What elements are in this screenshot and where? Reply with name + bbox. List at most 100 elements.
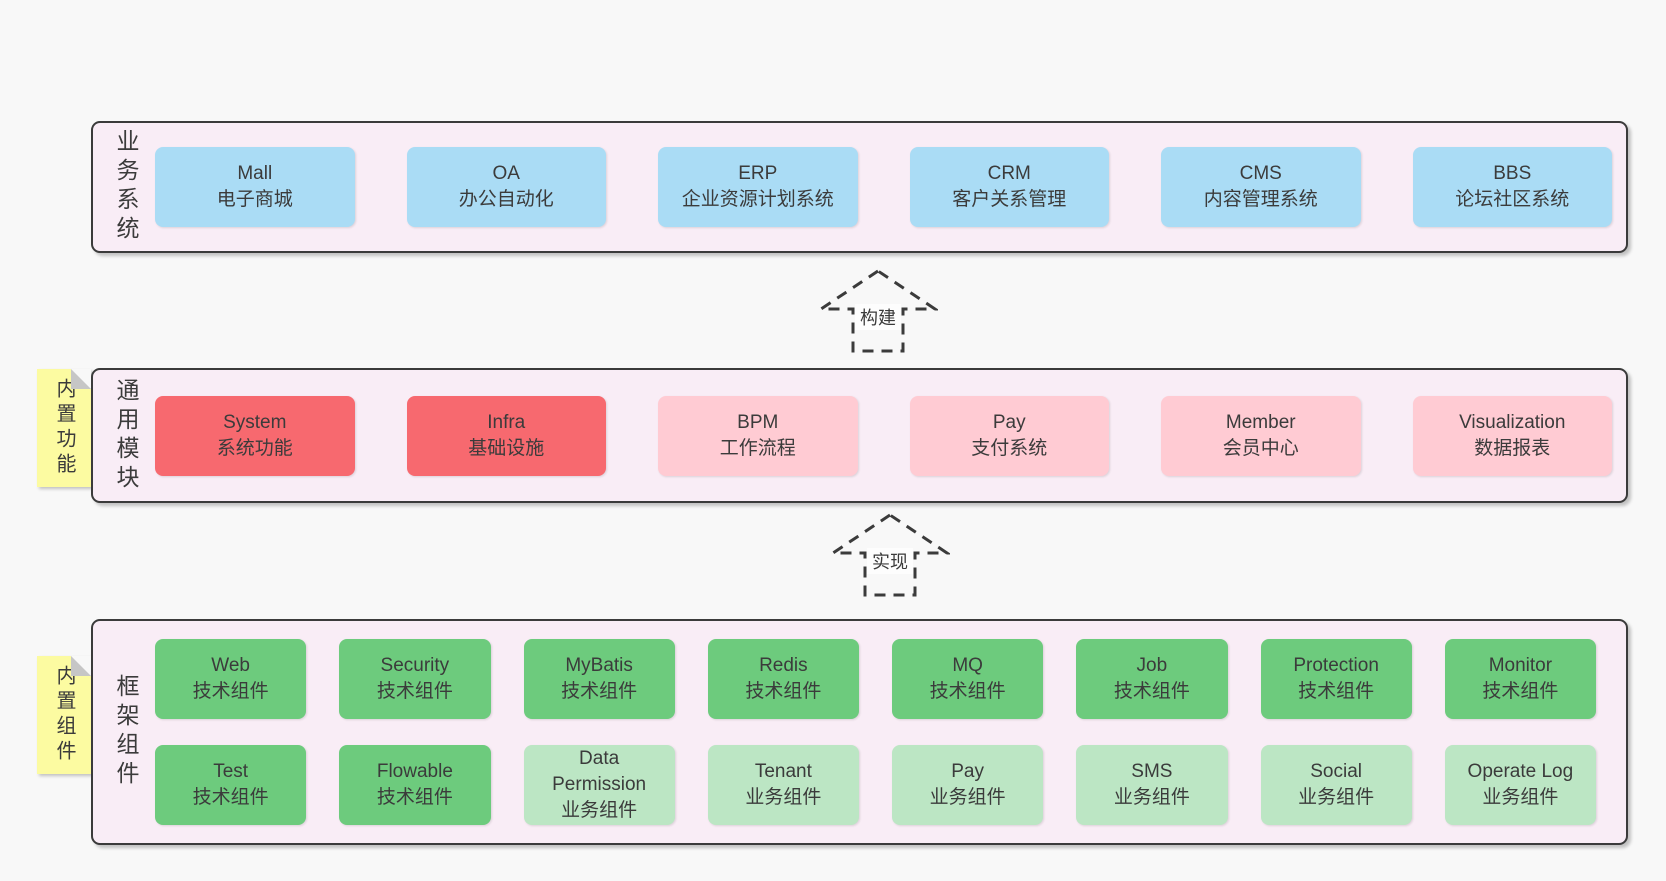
box-subtitle: 业务组件 <box>1113 787 1190 808</box>
box-flowable: Flowable 技术组件 <box>339 745 491 825</box>
box-title: MQ <box>952 655 983 676</box>
layer-label: 业务系统 <box>113 129 139 245</box>
box-title: Social <box>1310 761 1362 782</box>
arrow-label: 构建 <box>855 304 901 330</box>
box-title: Visualization <box>1459 411 1566 433</box>
box-subtitle: 技术组件 <box>929 681 1006 702</box>
layer-rows: System 系统功能 Infra 基础设施 BPM 工作流程 Pay 支付系统 Member 会… <box>93 370 1626 501</box>
box-subtitle: 技术组件 <box>376 787 453 808</box>
box-infra: Infra 基础设施 <box>406 395 606 476</box>
sticky-note-builtin-components: 内置组件 <box>37 656 91 774</box>
implement-arrow: 实现 <box>830 512 950 598</box>
box-subtitle: 电子商城 <box>216 189 293 210</box>
box-subtitle: 支付系统 <box>971 437 1048 459</box>
box-subtitle: 技术组件 <box>745 681 822 702</box>
box-subtitle: 办公自动化 <box>458 189 554 210</box>
box-subtitle: 业务组件 <box>745 787 822 808</box>
box-title: MyBatis <box>565 655 633 676</box>
box-crm: CRM 客户关系管理 <box>909 147 1109 227</box>
box-subtitle: 论坛社区系统 <box>1455 189 1570 210</box>
box-title: Protection <box>1293 655 1379 676</box>
box-subtitle: 企业资源计划系统 <box>681 189 834 210</box>
box-subtitle: 业务组件 <box>1298 787 1375 808</box>
box-subtitle: 技术组件 <box>192 681 269 702</box>
box-subtitle: 数据报表 <box>1474 437 1551 459</box>
box-subtitle: 技术组件 <box>1482 681 1559 702</box>
box-title: Member <box>1225 411 1296 433</box>
box-title: System <box>223 411 287 433</box>
box-system: System 系统功能 <box>155 395 355 476</box>
layer-business-systems: 业务系统 Mall 电子商城 OA 办公自动化 ERP 企业资源计划系统 CRM 客户关系管理… <box>91 121 1628 253</box>
box-subtitle: 会员中心 <box>1222 437 1299 459</box>
layer-row: Mall 电子商城 OA 办公自动化 ERP 企业资源计划系统 CRM 客户关系管理 CMS 内容… <box>155 147 1612 227</box>
box-subtitle: 技术组件 <box>1298 681 1375 702</box>
box-oa: OA 办公自动化 <box>406 147 606 227</box>
box-title: Pay <box>951 761 984 782</box>
box-title: BBS <box>1493 163 1532 184</box>
box-subtitle: 基础设施 <box>468 437 545 459</box>
box-title: Infra <box>487 411 526 433</box>
box-sms: SMS 业务组件 <box>1076 745 1228 825</box>
box-mall: Mall 电子商城 <box>155 147 355 227</box>
box-social: Social 业务组件 <box>1260 745 1412 825</box>
box-protection: Protection 技术组件 <box>1260 639 1412 719</box>
box-subtitle: 客户关系管理 <box>952 189 1067 210</box>
box-mybatis: MyBatis 技术组件 <box>523 639 675 719</box>
box-pay: Pay 业务组件 <box>892 745 1044 825</box>
box-bbs: BBS 论坛社区系统 <box>1412 147 1612 227</box>
box-title: Web <box>211 655 250 676</box>
layer-label: 通用模块 <box>113 377 139 494</box>
box-title: Flowable <box>376 761 453 782</box>
box-operate-log: Operate Log 业务组件 <box>1444 745 1596 825</box>
layer-rows: Mall 电子商城 OA 办公自动化 ERP 企业资源计划系统 CRM 客户关系管理 CMS 内容… <box>93 123 1626 251</box>
box-subtitle: 系统功能 <box>216 437 293 459</box>
box-bpm: BPM 工作流程 <box>658 395 858 476</box>
box-monitor: Monitor 技术组件 <box>1444 639 1596 719</box>
box-title: Monitor <box>1488 655 1553 676</box>
box-security: Security 技术组件 <box>339 639 491 719</box>
box-job: Job 技术组件 <box>1076 639 1228 719</box>
box-mq: MQ 技术组件 <box>892 639 1044 719</box>
box-title: Tenant <box>754 761 812 782</box>
sticky-note-label: 内置组件 <box>53 665 75 765</box>
box-subtitle: 工作流程 <box>719 437 796 459</box>
box-visualization: Visualization 数据报表 <box>1412 395 1612 476</box>
sticky-note-label: 内置功能 <box>53 378 75 478</box>
box-tenant: Tenant 业务组件 <box>707 745 859 825</box>
box-title: Mall <box>237 163 273 184</box>
sticky-note-builtin-functions: 内置功能 <box>37 369 91 487</box>
box-member: Member 会员中心 <box>1161 395 1361 476</box>
box-subtitle: 技术组件 <box>561 681 638 702</box>
layer-label: 框架组件 <box>113 674 139 790</box>
box-title: CMS <box>1239 163 1282 184</box>
box-title: OA <box>492 163 520 184</box>
box-title: BPM <box>737 411 779 433</box>
build-arrow: 构建 <box>818 268 938 354</box>
box-title: Security <box>380 655 450 676</box>
box-title: Job <box>1136 655 1168 676</box>
box-title: Test <box>213 761 249 782</box>
arrow-label: 实现 <box>867 548 913 574</box>
box-title: ERP <box>738 163 778 184</box>
layer-common-modules: 通用模块 System 系统功能 Infra 基础设施 BPM 工作流程 Pay 支付系统 Me… <box>91 368 1628 503</box>
box-title: CRM <box>987 163 1031 184</box>
box-title: Data Permission <box>552 748 647 795</box>
box-subtitle: 业务组件 <box>929 787 1006 808</box>
box-cms: CMS 内容管理系统 <box>1161 147 1361 227</box>
box-title: SMS <box>1131 761 1173 782</box>
layer-row: System 系统功能 Infra 基础设施 BPM 工作流程 Pay 支付系统 Member 会… <box>155 395 1612 476</box>
box-pay: Pay 支付系统 <box>909 395 1109 476</box>
box-title: Pay <box>992 411 1026 433</box>
box-title: Operate Log <box>1467 761 1574 782</box>
box-subtitle: 业务组件 <box>1482 787 1559 808</box>
box-subtitle: 内容管理系统 <box>1203 189 1318 210</box>
box-subtitle: 技术组件 <box>376 681 453 702</box>
box-subtitle: 技术组件 <box>1113 681 1190 702</box>
